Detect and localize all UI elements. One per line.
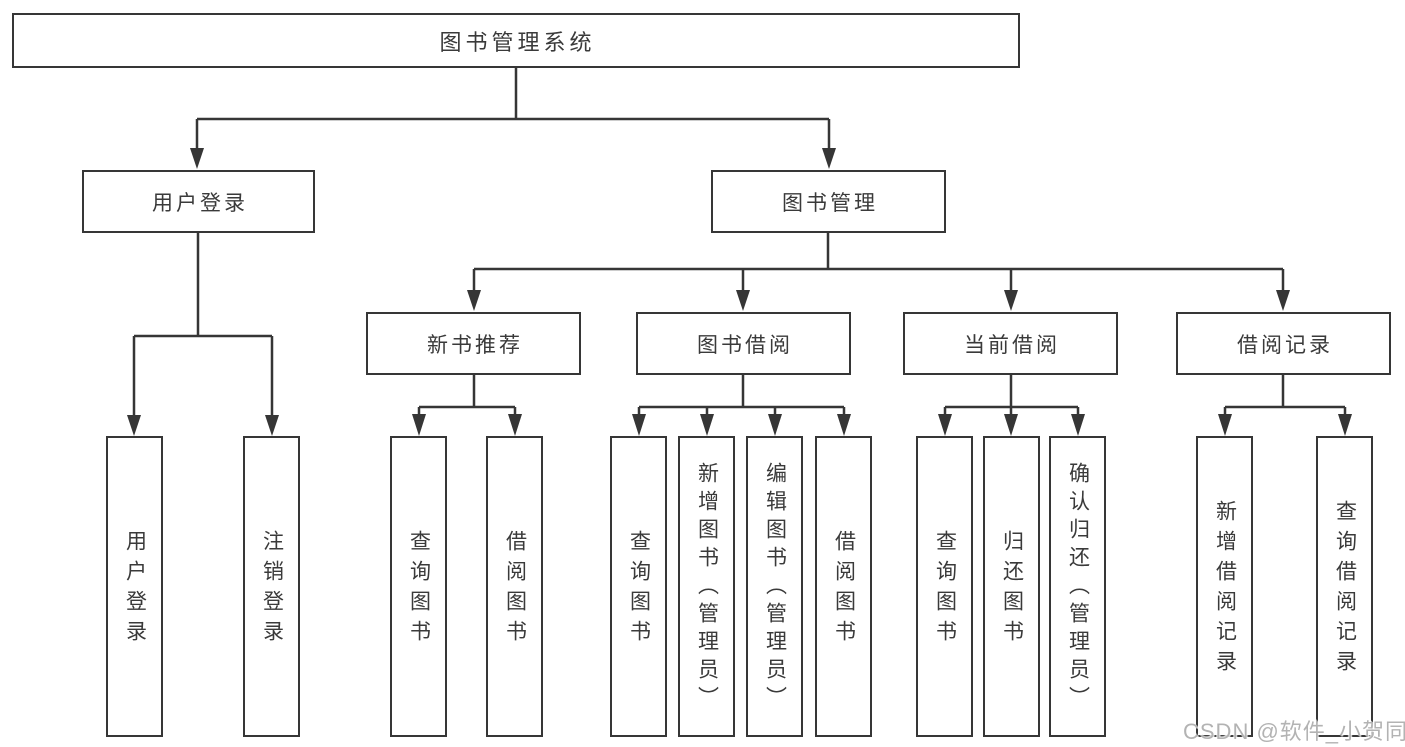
arrowheads-user-login-to-leaves [127,415,279,436]
arrowheads-book-borrow-to-leaves [632,414,851,436]
leaf-logout-login: 注销登录 [243,436,300,737]
node-book-borrow: 图书借阅 [636,312,851,375]
arrowheads-current-borrow-to-leaves [938,414,1085,436]
node-borrow-records: 借阅记录 [1176,312,1391,375]
connector-root-to-level2 [195,68,831,150]
leaf-confirm-return-admin: 确认归还（管理员） [1049,436,1106,737]
node-book-management: 图书管理 [711,170,946,233]
arrowheads-book-management-to-level3 [467,290,1290,311]
connector-book-borrow-to-leaves [637,375,846,416]
leaf-query-borrow-record: 查询借阅记录 [1316,436,1373,737]
arrowheads-new-book-recommend-to-leaves [412,414,522,436]
leaf-borrow-books-borrow: 借阅图书 [815,436,872,737]
node-library-management-system: 图书管理系统 [12,13,1020,68]
connector-user-login-to-leaves [132,233,274,417]
arrowheads-root-to-level2 [190,148,836,169]
leaf-add-books-admin: 新增图书（管理员） [678,436,735,737]
connector-new-book-recommend-to-leaves [417,375,517,416]
leaf-edit-books-admin: 编辑图书（管理员） [746,436,803,737]
connector-current-borrow-to-leaves [943,375,1080,416]
leaf-query-books-borrow: 查询图书 [610,436,667,737]
connector-book-management-to-level3 [472,233,1285,292]
leaf-query-books-current: 查询图书 [916,436,973,737]
csdn-watermark: CSDN @软件_小贺同学 [1183,719,1405,744]
arrowheads-borrow-records-to-leaves [1218,414,1352,436]
node-user-login: 用户登录 [82,170,315,233]
connector-borrow-records-to-leaves [1223,375,1347,416]
leaf-return-books: 归还图书 [983,436,1040,737]
leaf-query-books-recommend: 查询图书 [390,436,447,737]
node-current-borrow: 当前借阅 [903,312,1118,375]
node-new-book-recommend: 新书推荐 [366,312,581,375]
leaf-user-login: 用户登录 [106,436,163,737]
leaf-add-borrow-record: 新增借阅记录 [1196,436,1253,737]
leaf-borrow-books-recommend: 借阅图书 [486,436,543,737]
